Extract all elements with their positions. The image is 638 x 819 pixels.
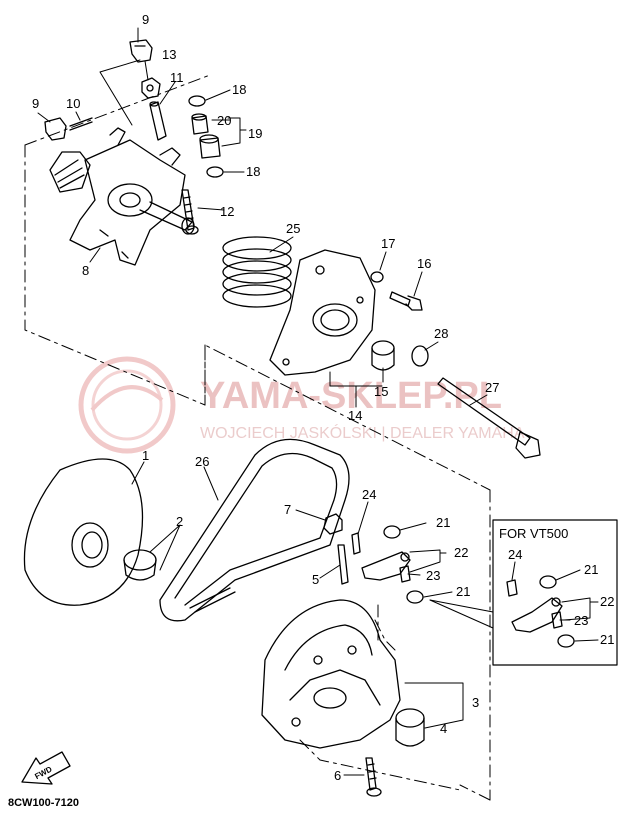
callout-23-inset: 23	[574, 613, 588, 628]
callout-2: 2	[176, 514, 183, 529]
secondary-sheave	[261, 599, 401, 749]
callout-23-a: 23	[426, 568, 440, 583]
washer-17	[370, 271, 384, 283]
washer-28	[411, 345, 429, 367]
roller-21-a	[383, 525, 401, 539]
drive-belt	[159, 438, 350, 622]
callout-20: 20	[217, 113, 231, 128]
callout-22-inset: 22	[600, 594, 614, 609]
bushing-19	[199, 134, 221, 159]
callout-18-top: 18	[232, 82, 246, 97]
cap-9-top	[129, 39, 153, 63]
callout-6: 6	[334, 768, 341, 783]
callout-3: 3	[472, 695, 479, 710]
callout-15: 15	[374, 384, 388, 399]
pin-5	[337, 544, 349, 585]
primary-spider	[49, 127, 195, 266]
callout-21-b: 21	[456, 584, 470, 599]
inset-title: FOR VT500	[499, 526, 568, 541]
sheave-1	[23, 458, 144, 606]
assembly-frame	[24, 74, 491, 801]
callout-4: 4	[440, 721, 447, 736]
callout-9-left: 9	[32, 96, 39, 111]
callout-28: 28	[434, 326, 448, 341]
washer-18-top	[188, 95, 206, 107]
callout-24: 24	[362, 487, 376, 502]
bushing-15	[371, 340, 395, 371]
pin-24	[351, 532, 361, 555]
callout-8: 8	[82, 263, 89, 278]
callout-1: 1	[142, 448, 149, 463]
callout-12: 12	[220, 204, 234, 219]
callout-21-inset-a: 21	[584, 562, 598, 577]
watermark-logo-icon	[78, 356, 176, 454]
callout-22-a: 22	[454, 545, 468, 560]
callout-5: 5	[312, 572, 319, 587]
callout-7: 7	[284, 502, 291, 517]
inset-vt500	[492, 519, 618, 666]
bolt-12	[181, 189, 199, 235]
callout-26: 26	[195, 454, 209, 469]
washer-18-bottom	[206, 166, 224, 178]
cover-plate	[269, 249, 376, 376]
leader-lines	[37, 27, 599, 776]
bushing-20	[191, 113, 209, 135]
bolt-16	[389, 291, 423, 311]
callout-14: 14	[348, 408, 362, 423]
pin-10	[69, 117, 93, 131]
callout-9-top: 9	[142, 12, 149, 27]
callout-21-a: 21	[436, 515, 450, 530]
callout-10: 10	[66, 96, 80, 111]
watermark-main-text: YAMA-SKLEP.PL	[200, 375, 502, 417]
callout-17: 17	[381, 236, 395, 251]
callout-16: 16	[417, 256, 431, 271]
callout-27: 27	[485, 380, 499, 395]
callout-21-inset-b: 21	[600, 632, 614, 647]
watermark: YAMA-SKLEP.PL WOJCIECH JASKÓLSKI | DEALE…	[78, 356, 525, 454]
nut-13	[141, 77, 161, 99]
callout-18-bottom: 18	[246, 164, 260, 179]
assembly-leads	[299, 604, 461, 791]
bushing-4	[395, 708, 425, 747]
cap-9-left	[44, 117, 67, 141]
callout-11: 11	[170, 70, 184, 85]
arm-22	[361, 551, 411, 581]
callout-24-inset: 24	[508, 547, 522, 562]
callout-13: 13	[162, 47, 176, 62]
weight-7	[323, 513, 343, 535]
callout-19: 19	[248, 126, 262, 141]
watermark-sub-text: WOJCIECH JASKÓLSKI | DEALER YAMAHA	[200, 423, 525, 442]
callouts: 9 13 11 18 20 19 18 12 9 10 8 25 17 16 2…	[32, 12, 614, 783]
collar-2	[123, 549, 157, 581]
bolt-27	[437, 377, 541, 459]
spring-25	[222, 236, 292, 308]
bolt-6	[365, 757, 382, 797]
pin-23	[399, 565, 411, 583]
roller-21-b	[406, 590, 424, 604]
fwd-arrow-icon	[21, 751, 71, 785]
shaft-11	[149, 101, 167, 141]
inset-pointer	[429, 599, 494, 613]
diagram-code: 8CW100-7120	[8, 797, 79, 809]
callout-25: 25	[286, 221, 300, 236]
